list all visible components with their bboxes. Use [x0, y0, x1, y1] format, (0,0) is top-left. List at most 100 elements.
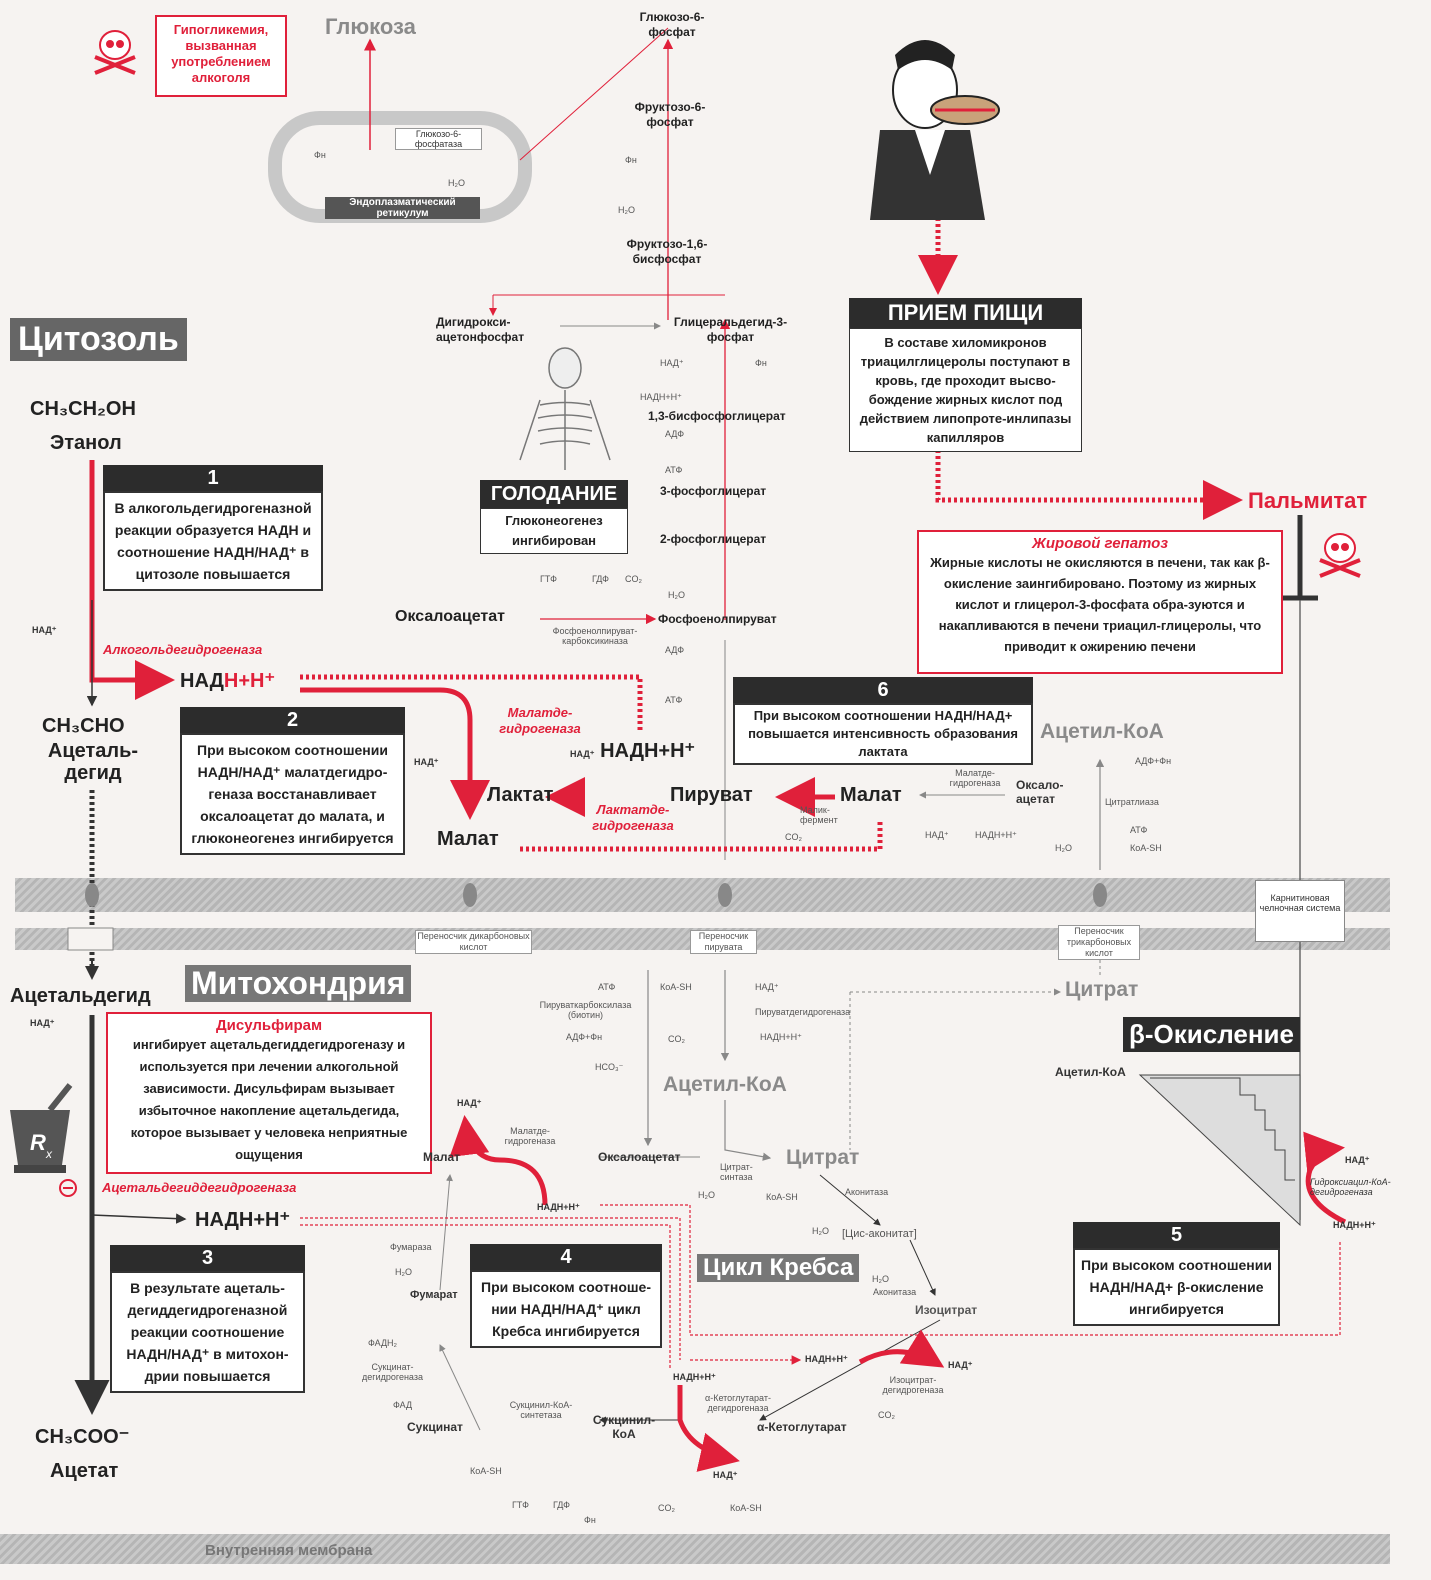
scs-label: Сукцинил-КоА-синтетаза: [509, 1400, 573, 1420]
nadh-idh: НАДН+Н⁺: [805, 1354, 848, 1364]
h2o-glyco2: H₂O: [668, 590, 685, 600]
tricarb-transporter: Переносчик трикарбоновых кислот: [1058, 925, 1140, 960]
nad-idh: НАД⁺: [948, 1360, 973, 1370]
fi-gap: Фн: [755, 358, 767, 368]
box-4-number: 4: [470, 1244, 662, 1270]
box-6: 6 При высоком соотношении НАДН/НАД+ повы…: [733, 677, 1033, 765]
sdh-label: Сукцинат-дегидрогеназа: [362, 1362, 423, 1382]
atp-cyt: АТФ: [1130, 825, 1148, 835]
mortar-rx-icon: R x: [10, 1083, 77, 1197]
palmitate-label: Пальмитат: [1248, 488, 1368, 513]
nad-middle-prefix: НАД⁺: [570, 749, 595, 759]
succcoa-label: Сукцинил-КоА: [592, 1413, 656, 1441]
eating-man-icon: [870, 40, 1000, 220]
acetate-formula: CH₃COO⁻: [35, 1426, 130, 1448]
meal-box: ПРИЕМ ПИЩИ В составе хиломикронов триаци…: [849, 298, 1082, 452]
mdh-red-label: Малатде-гидрогеназа: [499, 705, 581, 736]
box-2-text: При высоком соотношении НАДН/НАД⁺ малатд…: [180, 733, 405, 855]
gap-label: Глицеральдегид-3-фосфат: [673, 315, 788, 344]
fumarate-label: Фумарат: [410, 1289, 458, 1301]
box-1: 1 В алкогольдегидрогеназной реакции обра…: [103, 465, 323, 591]
nadh-akg: НАДН+Н⁺: [673, 1372, 716, 1382]
skull-icon: [1319, 533, 1361, 578]
fasting-title: ГОЛОДАНИЕ: [480, 480, 628, 508]
nad-beta: НАД⁺: [1345, 1155, 1370, 1165]
adh-label: Алкогольдегидрогеназа: [103, 642, 263, 657]
hepatosis-title: Жировой гепатоз: [1031, 535, 1168, 552]
pepck-label: Фосфоенолпируват-карбоксикиназа: [552, 626, 638, 646]
f6p-label: Фруктозо-6-фосфат: [634, 100, 706, 129]
citrate-top: Цитрат: [1065, 978, 1139, 1001]
oaa-cyt2: Оксало-ацетат: [1016, 778, 1064, 806]
oaa-cytosol: Оксалоацетат: [395, 608, 505, 625]
box-3-number: 3: [110, 1245, 305, 1271]
malate-mito: Малат: [423, 1150, 460, 1164]
coash-pdh: КоА-SH: [660, 982, 692, 992]
fi-scs: Фн: [584, 1515, 596, 1525]
nadh-pdh: НАДН+Н⁺: [760, 1032, 802, 1042]
co2-akg: CO₂: [658, 1503, 675, 1513]
box-1-text: В алкогольдегидрогеназной реакции образу…: [103, 491, 323, 591]
nadh-mito: НАДН+Н⁺: [195, 1209, 290, 1231]
beta-title: β-Окисление: [1123, 1017, 1300, 1052]
acetaldehyde-label: Ацеталь-дегид: [47, 740, 139, 784]
nad-2: НАД⁺: [30, 1018, 55, 1028]
skull-icon: [94, 30, 136, 75]
pep-label: Фосфоенолпируват: [658, 612, 777, 626]
h2o-cyt: H₂O: [1055, 843, 1072, 853]
cs-label: Цитрат-синтаза: [720, 1162, 753, 1182]
krebs-title: Цикл Кребса: [697, 1254, 860, 1282]
fi-glyco: Фн: [625, 155, 637, 165]
h2o-acon: H₂O: [812, 1226, 829, 1236]
svg-text:x: x: [45, 1147, 53, 1161]
nadh-glyco: НАДН+Н⁺: [640, 392, 682, 402]
isocitrate-label: Изоцитрат: [915, 1303, 978, 1317]
nad-glyco: НАД⁺: [660, 358, 684, 368]
nad-cyt2: НАД⁺: [925, 830, 949, 840]
mdh-krebs: Малатде-гидрогеназа: [504, 1126, 556, 1146]
box-5-number: 5: [1073, 1222, 1280, 1248]
citrate-mito: Цитрат: [786, 1146, 860, 1169]
g6pase-label: Глюкозо-6-фосфатаза: [395, 128, 482, 150]
lactate-label: Лактат: [487, 784, 554, 806]
adp-pep: АДФ: [665, 645, 685, 655]
nad-akg: НАД⁺: [713, 1470, 738, 1480]
nadh-cyt2: НАДН+Н⁺: [975, 830, 1017, 840]
pyr-transporter: Переносчик пирувата: [690, 930, 757, 954]
dhap-label: Дигидрокси-ацетонфосфат: [436, 315, 525, 344]
hepatosis-box: Жировой гепатоз Жирные кислоты не окисля…: [917, 530, 1283, 674]
box-3: 3 В результате ацеталь-дегиддегидрогеназ…: [110, 1245, 305, 1393]
h2o-glyco: H₂O: [618, 205, 635, 215]
atp-pc: АТФ: [598, 982, 616, 992]
gdp-scs: ГДФ: [553, 1500, 571, 1510]
acetylcoa-mito: Ацетил-КоА: [663, 1073, 787, 1096]
glucose-label: Глюкоза: [325, 14, 416, 39]
beta-enzyme: Гидроксиацил-КоА-дегидрогеназа: [1310, 1177, 1391, 1197]
hco3-label: HCO₃⁻: [595, 1062, 624, 1072]
disulfiram-box: Дисульфирам ингибирует ацетальдегиддегид…: [106, 1012, 432, 1174]
ethanol-label: Этанол: [50, 432, 122, 454]
skeleton-icon: [519, 347, 611, 470]
fumarase-label: Фумараза: [390, 1242, 432, 1252]
acetylcoa-cytosol: Ацетил-КоА: [1040, 720, 1164, 743]
co2-pdh: CO₂: [668, 1034, 685, 1044]
cytosol-title: Цитозоль: [10, 318, 187, 361]
outer-membrane: [15, 878, 1390, 912]
acon2-label: Аконитаза: [873, 1287, 917, 1297]
disulfiram-title: Дисульфирам: [215, 1017, 323, 1034]
f16bp-label: Фруктозо-1,6-бисфосфат: [626, 237, 708, 266]
dicarb-transporter: Переносчик дикарбоновых кислот: [415, 930, 532, 954]
box-1-number: 1: [103, 465, 323, 491]
fasting-box: ГОЛОДАНИЕ Глюконеогенез ингибирован: [480, 480, 628, 554]
h2o-fum: H₂O: [395, 1267, 412, 1277]
nad-mdh-krebs: НАД⁺: [457, 1098, 482, 1108]
ldh-red-label: Лактатде-гидрогеназа: [592, 802, 674, 833]
coash-cs: КоА-SH: [766, 1192, 798, 1202]
coash-scs: КоА-SH: [470, 1466, 502, 1476]
co2-malic: CO₂: [785, 832, 802, 842]
coash-akg: КоА-SH: [730, 1503, 762, 1513]
nad-left-mdh: НАД⁺: [414, 757, 439, 767]
mdh2-label: Малатде-гидрогеназа: [949, 768, 1001, 788]
box-4-text: При высоком соотноше-нии НАДН/НАД⁺ цикл …: [470, 1270, 662, 1348]
